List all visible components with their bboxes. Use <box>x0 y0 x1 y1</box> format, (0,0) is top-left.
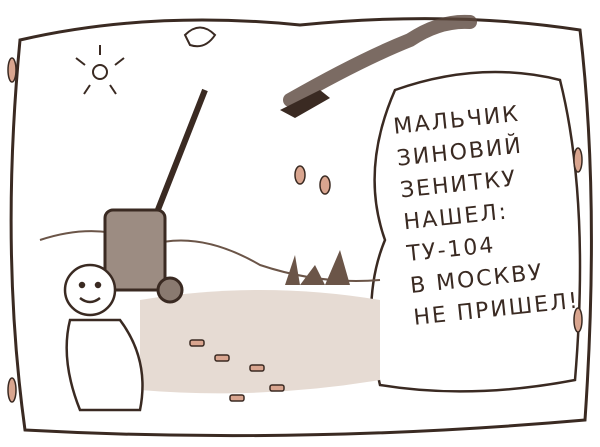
field-wash <box>140 290 380 394</box>
smoke-trail <box>283 14 477 107</box>
horizon-hills <box>39 230 381 282</box>
explosion-star <box>75 45 125 95</box>
anti-aircraft-gun <box>103 88 208 304</box>
falling-plane <box>280 90 330 118</box>
boy-figure <box>63 263 144 412</box>
gun-smoke <box>183 26 217 48</box>
caption-text: МАЛЬЧИК ЗИНОВИЙ ЗЕНИТКУ НАШЕЛ: ТУ-104 В … <box>392 92 600 335</box>
kremlin-silhouette <box>285 250 350 285</box>
shell-casings <box>7 57 583 403</box>
frame-border <box>9 17 593 438</box>
caption-bubble <box>369 70 582 393</box>
